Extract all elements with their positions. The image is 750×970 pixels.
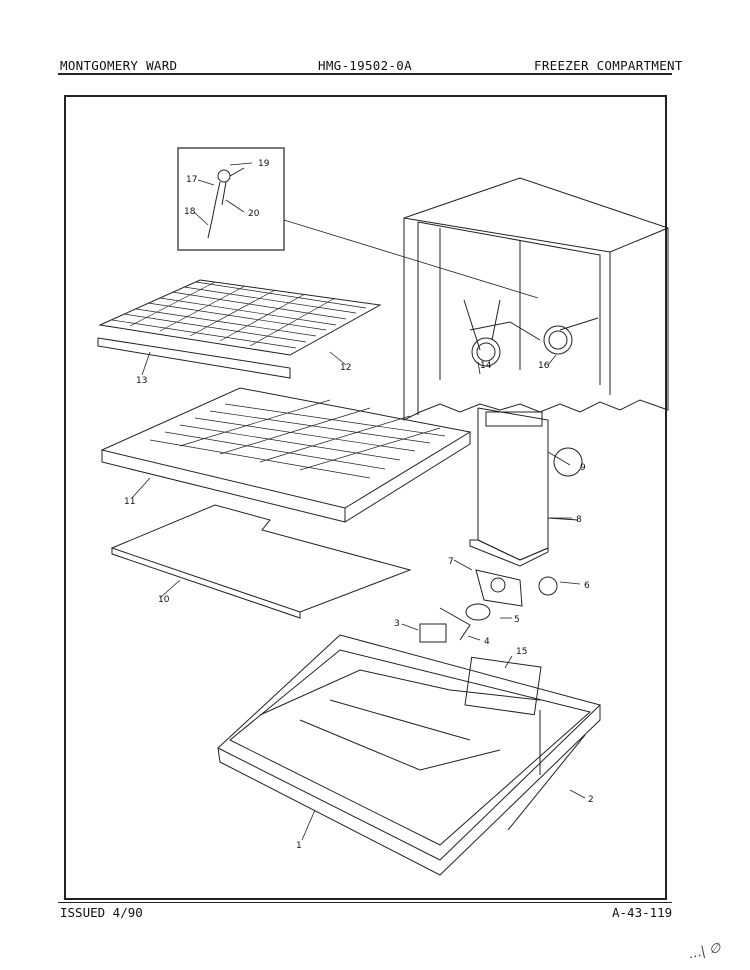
part-label-9: 9 [580,463,586,473]
part-label-17: 17 [186,175,197,185]
part-label-18: 18 [184,207,196,217]
inset-detail [177,147,539,299]
part-label-19: 19 [258,159,270,169]
part-label-1: 1 [296,841,302,851]
footer-rule [58,902,672,903]
header-right: FREEZER COMPARTMENT [534,58,683,73]
freezer-shelf [100,387,472,523]
evaporator-cover [469,407,579,567]
freezer-cabinet [403,177,669,421]
fan-assembly [419,447,583,643]
diagram-frame [64,95,667,900]
header-rule [58,73,672,75]
freezer-liner [217,634,601,876]
part-label-4: 4 [484,637,490,647]
part-label-7: 7 [448,557,454,567]
header-left: MONTGOMERY WARD [60,58,178,73]
part-label-16: 16 [538,361,550,371]
part-label-14: 14 [480,361,492,371]
part-label-20: 20 [248,209,260,219]
wire-shelf [97,279,382,379]
leader-lines [131,162,586,841]
part-label-12: 12 [340,363,351,373]
header-center: HMG-19502-0A [318,58,412,73]
part-label-11: 11 [124,497,135,507]
part-label-3: 3 [394,619,400,629]
part-label-8: 8 [576,515,582,525]
part-label-10: 10 [158,595,170,605]
part-label-15: 15 [516,647,527,657]
part-labels: 1 2 3 4 5 6 7 8 9 10 11 12 13 14 15 16 1… [124,159,594,851]
footer-page-code: A-43-119 [612,905,673,920]
shelf-panel [110,504,412,619]
part-label-2: 2 [588,795,594,805]
part-label-6: 6 [584,581,590,591]
part-label-5: 5 [514,615,520,625]
footer-issued: ISSUED 4/90 [60,905,143,920]
part-label-13: 13 [136,376,147,386]
